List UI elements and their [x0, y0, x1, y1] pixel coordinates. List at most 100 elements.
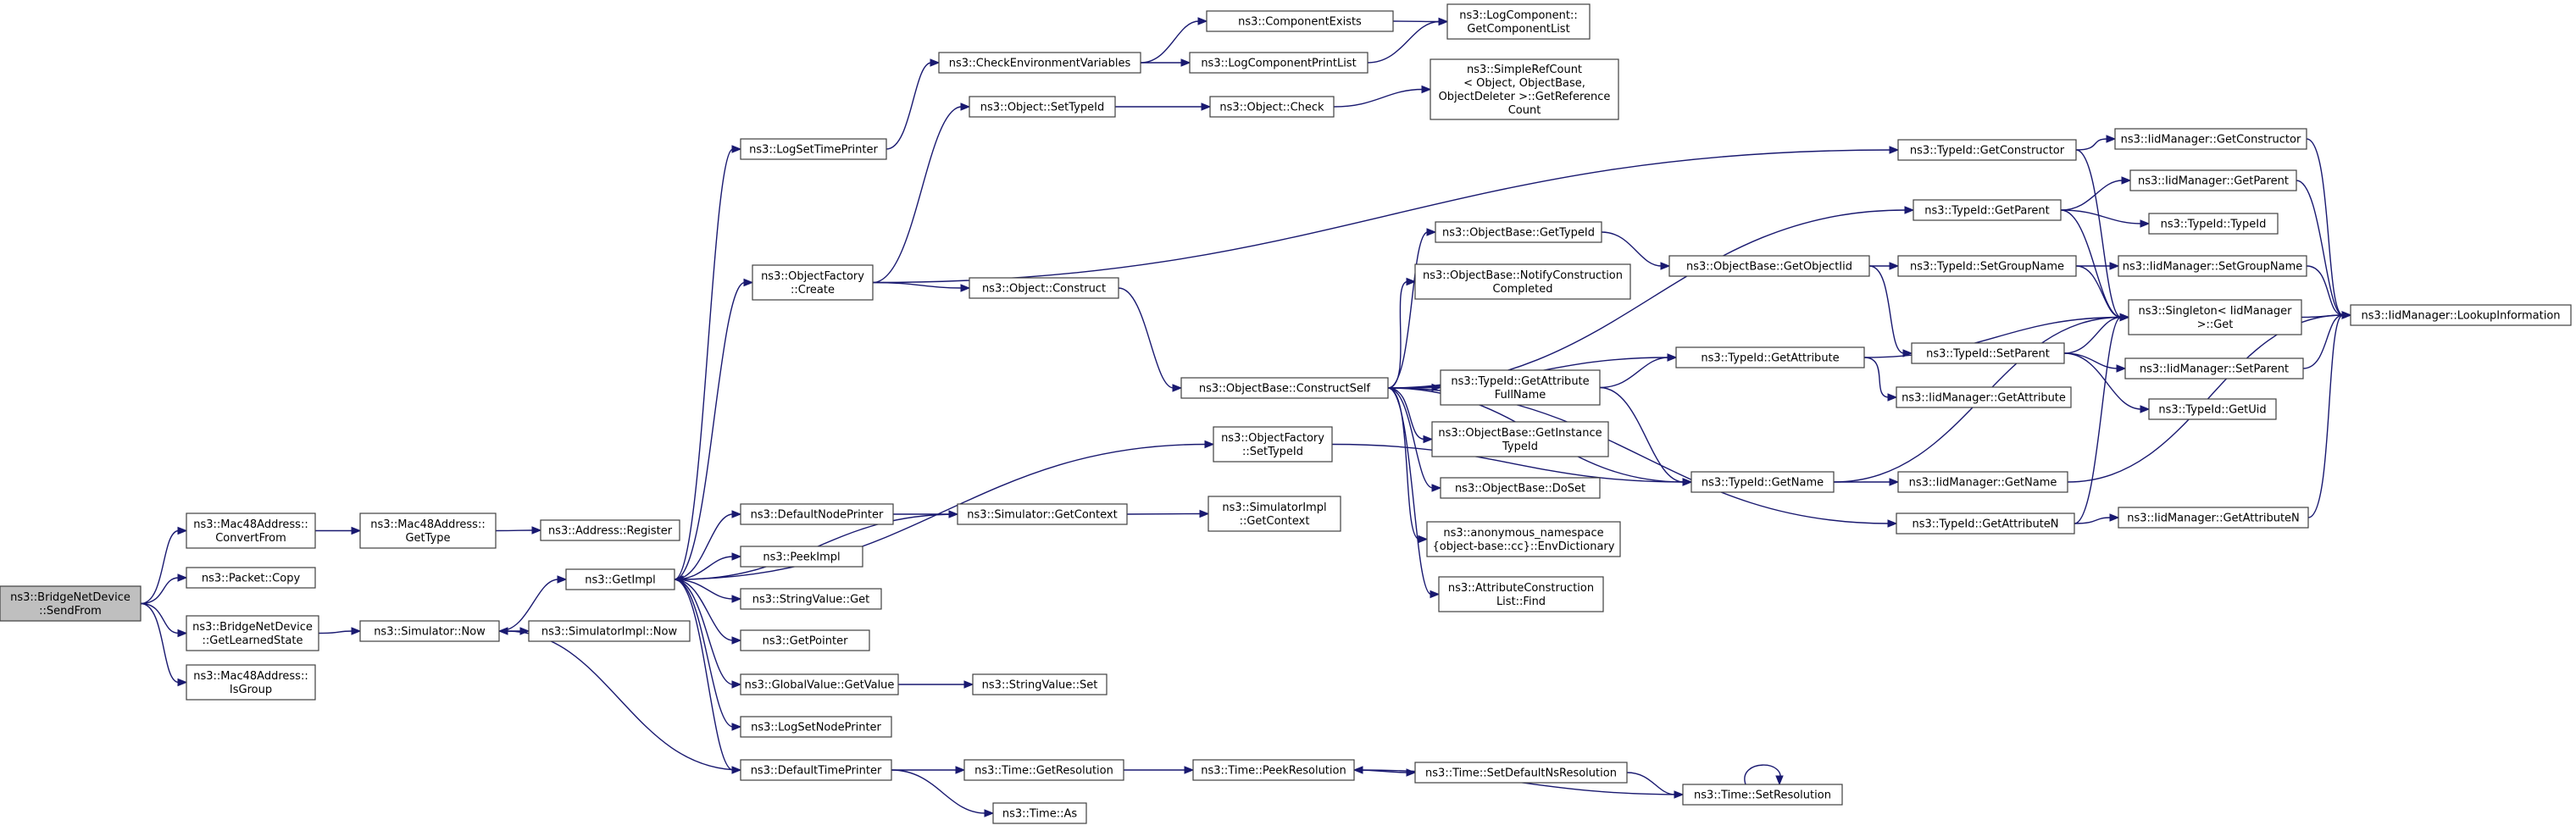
- node-time-setresolution[interactable]: ns3::Time::SetResolution: [1682, 784, 1843, 806]
- node-getimpl[interactable]: ns3::GetImpl: [565, 568, 675, 590]
- node-simimpl-now[interactable]: ns3::SimulatorImpl::Now: [528, 620, 691, 642]
- node-typeid-setparent[interactable]: ns3::TypeId::SetParent: [1911, 342, 2065, 364]
- node-objbase-notify[interactable]: ns3::ObjectBase::NotifyConstructionCompl…: [1414, 263, 1631, 300]
- node-objbase-doset[interactable]: ns3::ObjectBase::DoSet: [1440, 477, 1601, 499]
- node-label: ns3::TypeId::SetGroupName: [1910, 261, 2064, 274]
- edge-iid_setgroupname-to-iid_lookupinfo: [2306, 265, 2352, 319]
- node-anon-envdict[interactable]: ns3::anonymous_namespace{object-base::cc…: [1426, 521, 1621, 557]
- node-label: ns3::Time::PeekResolution: [1201, 765, 1346, 778]
- node-typeid-getname[interactable]: ns3::TypeId::GetName: [1690, 471, 1835, 493]
- node-simimpl-getcontext[interactable]: ns3::SimulatorImpl::GetContext: [1208, 496, 1341, 532]
- node-object-check[interactable]: ns3::Object::Check: [1209, 96, 1335, 118]
- node-objbase-getobjectiid[interactable]: ns3::ObjectBase::GetObjectIid: [1668, 255, 1870, 277]
- edge-objfactory_create-to-typeid_getconstructor: [872, 146, 1900, 284]
- node-label: ns3::IidManager::SetParent: [2140, 363, 2289, 376]
- node-packetcopy[interactable]: ns3::Packet::Copy: [186, 567, 316, 589]
- edge-getimpl-to-getpointer: [674, 579, 742, 645]
- node-simplerefcount[interactable]: ns3::SimpleRefCount< Object, ObjectBase,…: [1430, 58, 1619, 120]
- node-iid-getparent[interactable]: ns3::IidManager::GetParent: [2129, 169, 2297, 191]
- node-singleton-get[interactable]: ns3::Singleton< IidManager >::Get: [2128, 299, 2302, 335]
- node-globalvalue-getvalue[interactable]: ns3::GlobalValue::GetValue: [740, 673, 899, 695]
- node-time-setdefaultns[interactable]: ns3::Time::SetDefaultNsResolution: [1414, 762, 1628, 784]
- node-objfactory-create[interactable]: ns3::ObjectFactory::Create: [752, 264, 874, 301]
- node-typeid-getattribute[interactable]: ns3::TypeId::GetAttribute: [1675, 346, 1865, 368]
- node-logsetnodeprinter[interactable]: ns3::LogSetNodePrinter: [740, 716, 892, 738]
- node-convertfrom[interactable]: ns3::Mac48Address::ConvertFrom: [186, 512, 316, 549]
- node-label: ::GetLearnedState: [203, 634, 303, 647]
- node-objbase-gettypeid[interactable]: ns3::ObjectBase::GetTypeId: [1435, 221, 1602, 243]
- node-sim-getcontext[interactable]: ns3::Simulator::GetContext: [957, 503, 1128, 525]
- node-typeid-typeid[interactable]: ns3::TypeId::TypeId: [2148, 213, 2279, 235]
- node-iid-getname[interactable]: ns3::IidManager::GetName: [1897, 471, 2068, 493]
- node-label: ns3::ObjectFactory: [1221, 432, 1324, 445]
- node-label: ns3::TypeId::TypeId: [2161, 219, 2267, 231]
- node-label: ns3::StringValue::Get: [752, 594, 869, 607]
- node-checkenv[interactable]: ns3::CheckEnvironmentVariables: [938, 52, 1141, 74]
- node-logcompprintlist[interactable]: ns3::LogComponentPrintList: [1189, 52, 1368, 74]
- node-iid-getattribute[interactable]: ns3::IidManager::GetAttribute: [1896, 386, 2072, 408]
- node-objfactory-settypeid[interactable]: ns3::ObjectFactory::SetTypeId: [1213, 426, 1333, 463]
- node-defaulttimeprinter[interactable]: ns3::DefaultTimePrinter: [740, 759, 892, 781]
- node-peekimpl[interactable]: ns3::PeekImpl: [740, 546, 863, 568]
- node-object-construct[interactable]: ns3::Object::Construct: [969, 277, 1119, 299]
- node-label: ns3::TypeId::GetUid: [2158, 404, 2266, 417]
- node-compexists[interactable]: ns3::ComponentExists: [1206, 10, 1394, 32]
- node-time-peekresolution[interactable]: ns3::Time::PeekResolution: [1192, 759, 1355, 781]
- node-label: ns3::LogComponent::: [1459, 9, 1578, 22]
- node-defaultnodeprinter[interactable]: ns3::DefaultNodePrinter: [740, 503, 894, 525]
- node-time-getresolution[interactable]: ns3::Time::GetResolution: [963, 759, 1124, 781]
- edge-objbase_getobjectiid-to-typeid_setgroupname: [1869, 262, 1900, 270]
- edge-object_construct-to-objbase_constructself: [1118, 287, 1183, 392]
- node-box: [1440, 369, 1601, 406]
- node-getpointer[interactable]: ns3::GetPointer: [740, 629, 870, 651]
- node-box: [740, 673, 899, 695]
- node-sendfrom[interactable]: ns3::BridgeNetDevice::SendFrom: [0, 585, 142, 622]
- edge-sendfrom-to-isgroup: [140, 602, 188, 687]
- node-typeid-getparent[interactable]: ns3::TypeId::GetParent: [1913, 199, 2062, 221]
- node-stringvalue-set[interactable]: ns3::StringValue::Set: [972, 673, 1108, 695]
- node-addr-register[interactable]: ns3::Address::Register: [540, 519, 680, 541]
- node-iid-getconstructor[interactable]: ns3::IidManager::GetConstructor: [2114, 128, 2307, 150]
- node-iid-getattributen[interactable]: ns3::IidManager::GetAttributeN: [2118, 507, 2309, 529]
- node-box: [186, 512, 316, 549]
- node-stringvalue-get[interactable]: ns3::StringValue::Get: [740, 588, 882, 610]
- call-edges: [140, 17, 2352, 817]
- node-box: [752, 264, 874, 301]
- node-objbase-constructself[interactable]: ns3::ObjectBase::ConstructSelf: [1180, 377, 1389, 399]
- edge-typeid_getattrfullname-to-typeid_getname: [1599, 386, 1693, 486]
- node-box: [2350, 304, 2572, 326]
- edge-getimpl-to-logsetnodeprinter: [674, 579, 742, 731]
- edge-typeid_setgroupname-to-iid_setgroupname: [2076, 262, 2120, 270]
- node-label: ns3::Time::GetResolution: [974, 765, 1113, 778]
- node-label: ConvertFrom: [215, 532, 286, 545]
- edge-sendfrom-to-packetcopy: [140, 573, 188, 605]
- node-label: TypeId: [1502, 440, 1538, 453]
- edge-typeid_getconstructor-to-iid_getconstructor: [2075, 135, 2117, 151]
- node-sim-now[interactable]: ns3::Simulator::Now: [359, 620, 500, 642]
- node-typeid-setgroupname[interactable]: ns3::TypeId::SetGroupName: [1897, 255, 2077, 277]
- node-typeid-getattributen[interactable]: ns3::TypeId::GetAttributeN: [1896, 512, 2075, 535]
- node-label: ns3::IidManager::GetAttribute: [1901, 392, 2066, 405]
- node-getlearnedstate[interactable]: ns3::BridgeNetDevice::GetLearnedState: [186, 615, 319, 651]
- node-typeid-getuid[interactable]: ns3::TypeId::GetUid: [2148, 398, 2277, 420]
- node-typeid-getconstructor[interactable]: ns3::TypeId::GetConstructor: [1897, 139, 2077, 161]
- node-mac-gettype[interactable]: ns3::Mac48Address::GetType: [359, 512, 497, 549]
- node-label: ::GetContext: [1240, 515, 1310, 528]
- edge-objbase_constructself-to-attrconstrlist_find: [1387, 387, 1441, 599]
- node-iid-setgroupname[interactable]: ns3::IidManager::SetGroupName: [2118, 255, 2307, 277]
- node-label: < Object, ObjectBase,: [1463, 77, 1585, 90]
- node-logcomp-getcomplist[interactable]: ns3::LogComponent::GetComponentList: [1446, 3, 1591, 40]
- node-iid-setparent[interactable]: ns3::IidManager::SetParent: [2124, 357, 2304, 379]
- node-object-settypeid[interactable]: ns3::Object::SetTypeId: [969, 96, 1116, 118]
- edge-defaulttimeprinter-to-time_as: [891, 769, 995, 817]
- node-iid-lookupinfo[interactable]: ns3::IidManager::LookupInformation: [2350, 304, 2572, 326]
- node-box: [740, 716, 892, 738]
- node-logsettimeprinter[interactable]: ns3::LogSetTimePrinter: [740, 138, 887, 160]
- node-time-as[interactable]: ns3::Time::As: [992, 802, 1087, 824]
- node-box: [1682, 784, 1843, 806]
- node-isgroup[interactable]: ns3::Mac48Address::IsGroup: [186, 664, 316, 701]
- node-box: [740, 629, 870, 651]
